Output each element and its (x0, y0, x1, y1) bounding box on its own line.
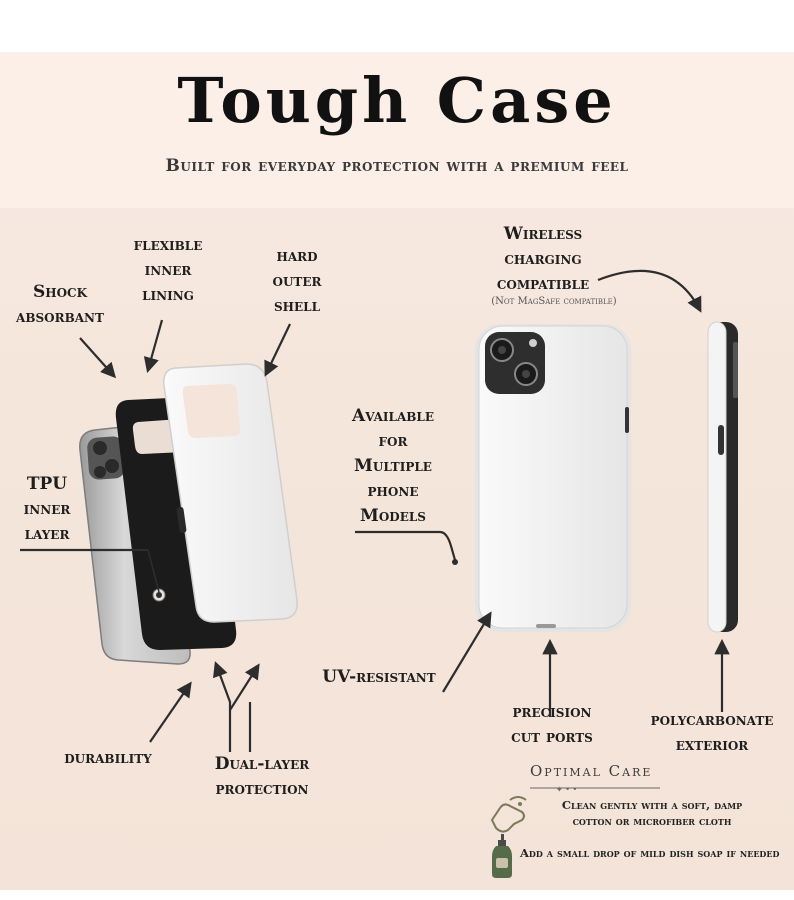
label-tpu-inner-layer: TPU inner layer (23, 474, 71, 544)
care-title: Optimal Care (530, 762, 653, 780)
product-poster: Tough Case Built for everyday protection… (0, 52, 794, 890)
care-item-cloth: Clean gently with a soft, damp cotton or… (561, 798, 743, 828)
header-band: Tough Case Built for everyday protection… (0, 52, 794, 208)
label-available-models: Available for Multiple phone Models (352, 406, 434, 526)
hard-outer-shell (163, 363, 298, 623)
label-magsafe-note: (Not MagSafe compatible) (491, 296, 617, 307)
illustration-layer (20, 269, 738, 752)
label-polycarbonate-exterior: polycarbonate exterior (650, 710, 774, 755)
case-back-view (475, 324, 631, 632)
case-side-view (707, 321, 738, 633)
label-wireless-charging: Wireless charging compatible (496, 224, 590, 294)
page-subtitle: Built for everyday protection with a pre… (165, 156, 629, 176)
care-item-soap: Add a small drop of mild dish soap if ne… (520, 846, 780, 860)
exploded-case-illustration (79, 363, 298, 665)
label-precision-cut-ports: precision cut ports (511, 702, 593, 747)
tpu-dot (156, 592, 162, 598)
label-dual-layer-protection: Dual-layer protection (214, 754, 310, 799)
label-hard-outer-shell: hard outer shell (272, 246, 322, 316)
label-uv-resistant: UV-resistant (322, 667, 436, 687)
label-shock-absorbant: Shock absorbant (16, 282, 104, 327)
label-flexible-inner-lining: flexible inner lining (133, 235, 203, 305)
annotation-arrows (20, 269, 730, 752)
available-dot (452, 559, 458, 565)
page-title: Tough Case (177, 64, 617, 137)
label-durability: durability (64, 748, 152, 768)
